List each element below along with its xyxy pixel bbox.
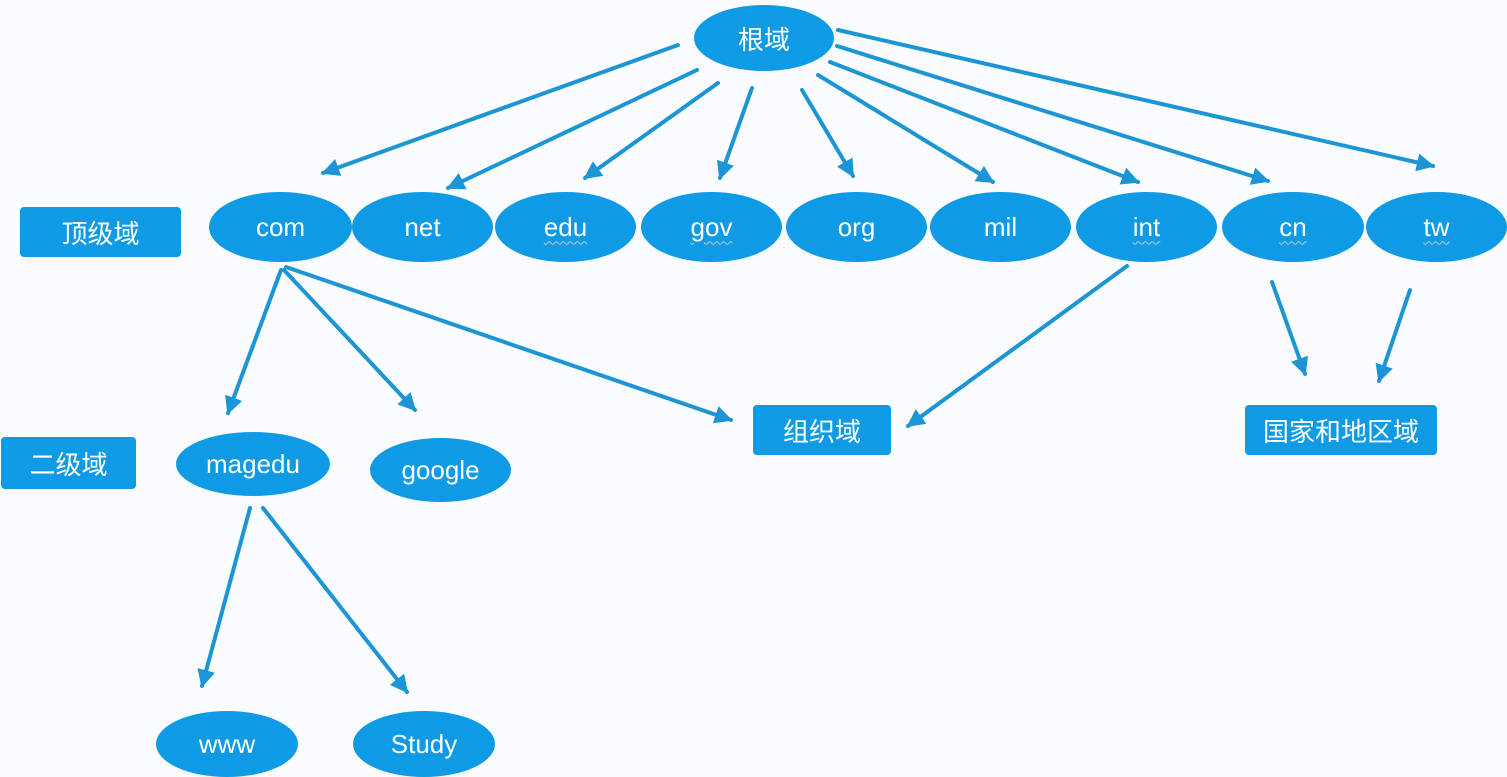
second-level-magedu-node: magedu: [176, 432, 330, 496]
root-domain-node: 根域: [694, 5, 834, 71]
tld-mil-node: mil: [930, 192, 1071, 262]
root-domain-label: 根域: [737, 24, 790, 55]
tld-org-node: org: [786, 192, 927, 262]
host-study-node: Study: [353, 711, 495, 777]
arrow-root-to-com: [321, 43, 680, 176]
tld-cn-node: cn: [1222, 192, 1364, 262]
arrow-int-to-organization: [906, 264, 1129, 428]
arrow-root-to-net: [446, 68, 699, 190]
second-level-google-node: google: [370, 438, 511, 502]
arrow-tw-to-country-region: [1375, 288, 1412, 383]
arrow-root-to-gov: [716, 86, 754, 180]
top-level-domain-label: 顶级域: [20, 207, 181, 257]
host-www-node: www: [156, 711, 298, 777]
arrow-root-to-int: [828, 60, 1140, 185]
arrow-root-to-tw: [836, 28, 1435, 172]
organization-domain-box: 组织域: [753, 405, 891, 455]
arrow-root-to-edu: [583, 81, 720, 180]
arrow-com-to-magedu: [225, 268, 283, 415]
arrow-root-to-mil: [816, 73, 995, 184]
arrow-root-to-cn: [835, 44, 1270, 185]
second-level-domain-label: 二级域: [1, 437, 136, 489]
tld-gov-node: gov: [641, 192, 782, 262]
arrow-com-to-google: [282, 268, 417, 412]
arrow-magedu-to-study: [261, 506, 409, 694]
tld-int-node: int: [1076, 192, 1217, 262]
tld-net-node: net: [352, 192, 493, 262]
tld-edu-node: edu: [495, 192, 636, 262]
arrow-cn-to-country-region: [1270, 280, 1309, 376]
arrow-magedu-to-www: [197, 506, 252, 688]
arrow-root-to-org: [800, 88, 855, 178]
tld-tw-node: tw: [1366, 192, 1507, 262]
arrow-com-to-organization: [284, 265, 733, 424]
country-region-domain-box: 国家和地区域: [1245, 405, 1437, 455]
tld-com-node: com: [209, 192, 352, 262]
